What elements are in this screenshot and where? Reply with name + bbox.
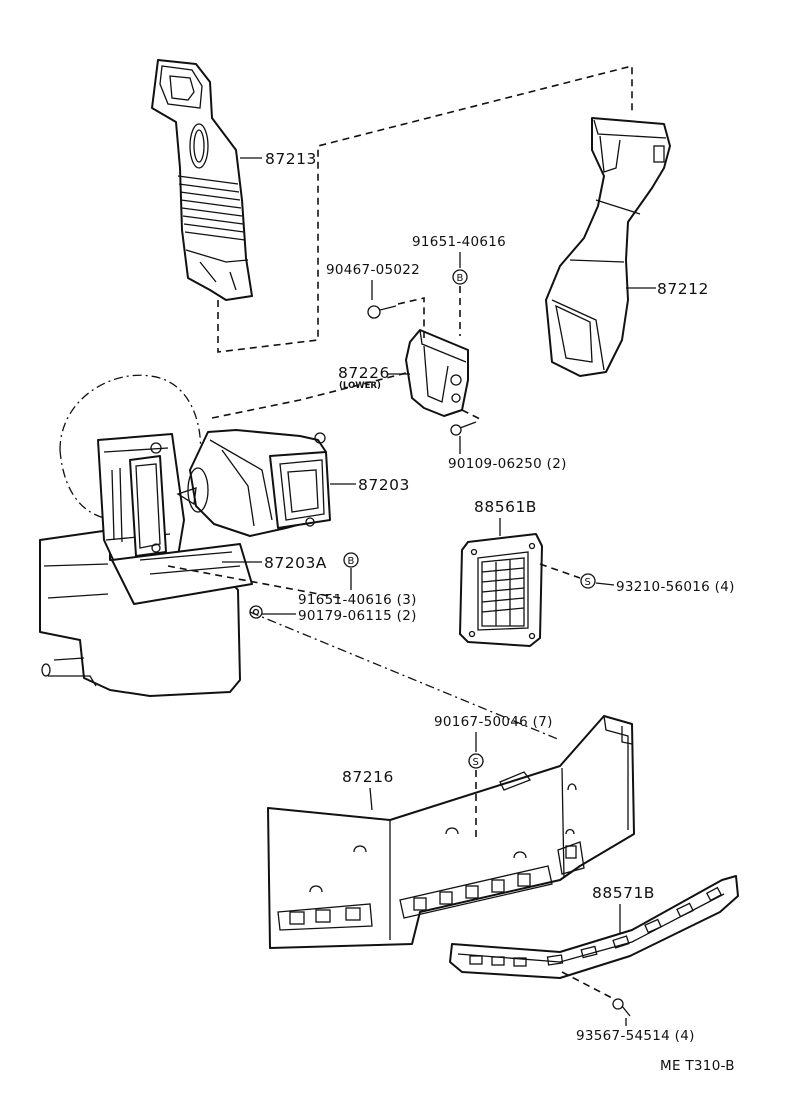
label-90167-50046: 90167-50046 (7): [434, 714, 553, 730]
duct-87212: [545, 117, 671, 377]
symbol-b-upper-text: B: [457, 273, 464, 284]
label-93210-56016: 93210-56016 (4): [616, 579, 735, 595]
dashline-93210-56016: [539, 563, 581, 579]
dashline-blower-87226: [211, 371, 411, 419]
duct-87203: [176, 429, 331, 537]
leader-87216: [369, 787, 373, 811]
label-90179-06115: 90179-06115 (2): [298, 608, 417, 624]
symbol-s-90167: S: [468, 753, 484, 769]
screw-93567-54514: [612, 998, 631, 1017]
nut-90179-06115: [249, 605, 263, 619]
label-91651-40616: 91651-40616: [412, 234, 506, 250]
cover-87216: [267, 715, 635, 949]
label-90467-05022: 90467-05022: [326, 262, 420, 278]
symbol-b-lower-text: B: [348, 556, 355, 567]
symbol-s-93210-text: S: [585, 577, 591, 588]
bolt-90109-06250: [450, 421, 477, 436]
dashline-to-87216: [249, 611, 561, 741]
dashline-90467-05022: [397, 296, 425, 338]
label-93567-54514: 93567-54514 (4): [576, 1028, 695, 1044]
dashline-93567-54514: [561, 971, 613, 999]
label-88561B: 88561B: [474, 498, 537, 516]
dashline-90109-06250: [461, 409, 483, 421]
label-87203A: 87203A: [264, 554, 327, 572]
label-87226: 87226: [338, 364, 390, 382]
symbol-b-upper: B: [452, 269, 468, 285]
leader-93210-56016: [595, 582, 615, 586]
dashline-87203A: [167, 565, 341, 599]
grille-88561B: [459, 533, 543, 647]
figure-code: ME T310-B: [660, 1058, 735, 1074]
symbol-s-93210: S: [580, 573, 596, 589]
label-90109-06250: 90109-06250 (2): [448, 456, 567, 472]
label-87216: 87216: [342, 768, 394, 786]
symbol-s-90167-text: S: [473, 757, 479, 768]
label-87213: 87213: [265, 150, 317, 168]
symbol-b-lower: B: [343, 552, 359, 568]
assembly-dashline-87213: [217, 64, 633, 353]
bracket-87226: [405, 329, 469, 417]
duct-87213: [151, 59, 253, 301]
label-87226-note: (LOWER): [339, 381, 381, 391]
label-88571B: 88571B: [592, 884, 655, 902]
label-91651-40616-3: 91651-40616 (3): [298, 592, 417, 608]
screw-90467-05022: [367, 305, 397, 319]
label-87203: 87203: [358, 476, 410, 494]
label-87212: 87212: [657, 280, 709, 298]
blower-unit: [39, 374, 253, 697]
